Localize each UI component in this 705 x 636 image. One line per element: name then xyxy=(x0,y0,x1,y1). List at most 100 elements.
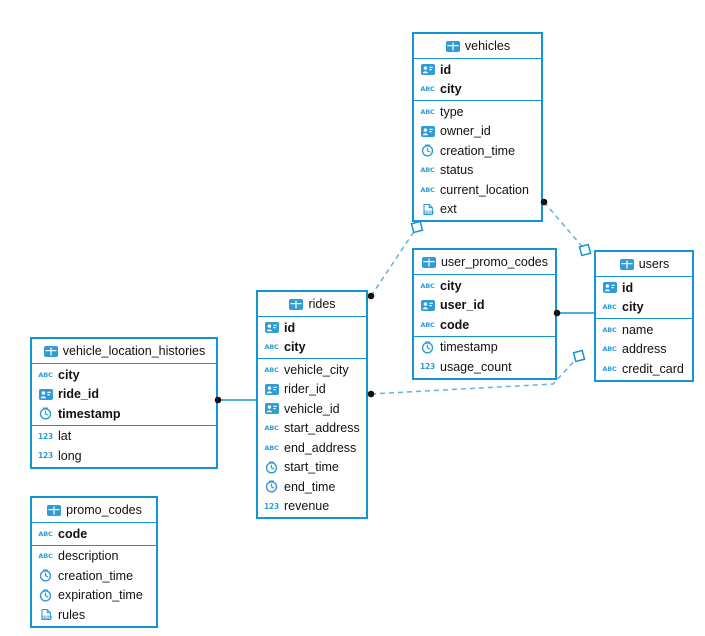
field-name: id xyxy=(284,320,296,335)
text-abc-icon: ABC xyxy=(420,320,435,329)
text-abc-icon: ABC xyxy=(264,443,279,452)
field-name: status xyxy=(440,163,474,178)
text-abc-icon: ABC xyxy=(420,281,435,290)
field-name: name xyxy=(622,322,654,337)
table-title: user_promo_codes xyxy=(440,255,548,269)
field-name: rules xyxy=(58,607,86,622)
field-owner_id: owner_id xyxy=(414,122,541,142)
columns-section: timestamp 123 usage_count xyxy=(414,335,555,378)
table-icon xyxy=(421,256,437,268)
relationship-vehicle_location_histories-rides[interactable] xyxy=(214,396,256,404)
field-timestamp: timestamp xyxy=(32,404,216,424)
table-title: vehicle_location_histories xyxy=(62,344,206,358)
timestamp-icon xyxy=(263,461,280,474)
field-city: ABC city xyxy=(596,298,692,318)
field-ride_id: ride_id xyxy=(32,385,216,405)
number-123-icon: 123 xyxy=(37,451,54,460)
timestamp-icon xyxy=(37,569,54,582)
text-abc-icon: ABC xyxy=(38,370,53,379)
field-name: code xyxy=(58,526,88,541)
field-name: city xyxy=(622,300,644,315)
id-icon xyxy=(263,403,280,415)
table-header[interactable]: vehicles xyxy=(414,34,541,59)
table-icon xyxy=(445,40,461,52)
text-abc-icon: ABC xyxy=(602,303,617,311)
field-name: address xyxy=(622,342,667,357)
table-header[interactable]: users xyxy=(596,252,692,277)
field-name: owner_id xyxy=(440,124,491,139)
connector-line xyxy=(543,201,586,251)
text-abc-icon: ABC xyxy=(264,343,279,351)
field-name: rider_id xyxy=(284,382,326,397)
id-icon xyxy=(419,125,436,137)
table-icon xyxy=(46,504,62,516)
table-icon xyxy=(43,345,59,357)
field-rider_id: rider_id xyxy=(258,380,366,400)
text-abc-icon: ABC xyxy=(264,424,279,432)
field-id: id xyxy=(258,318,366,338)
field-name: id xyxy=(440,62,452,77)
text-abc-icon: ABC xyxy=(420,185,435,194)
text-abc-icon: ABC xyxy=(602,364,617,373)
table-header[interactable]: promo_codes xyxy=(32,498,156,523)
field-timestamp: timestamp xyxy=(414,338,555,358)
table-title: users xyxy=(638,257,670,271)
relationship-user_promo_codes-users[interactable] xyxy=(553,309,594,317)
field-name: city xyxy=(440,278,462,293)
field-name: expiration_time xyxy=(58,588,143,603)
connector-endpoint-dot xyxy=(367,292,375,300)
id-icon xyxy=(419,299,436,311)
table-header[interactable]: user_promo_codes xyxy=(414,250,555,275)
field-name: timestamp xyxy=(58,406,121,421)
field-end_time: end_time xyxy=(258,477,366,497)
field-name: lat xyxy=(58,429,72,444)
connector-endpoint-square xyxy=(572,349,586,363)
number-123-icon: 123 xyxy=(263,501,280,511)
field-name: user_id xyxy=(440,298,485,313)
field-name: description xyxy=(58,549,119,564)
timestamp-icon xyxy=(37,407,54,420)
table-header[interactable]: vehicle_location_histories xyxy=(32,339,216,364)
relationship-vehicles-users[interactable] xyxy=(540,198,592,257)
json-icon: JSON xyxy=(419,203,436,216)
field-name: creation_time xyxy=(58,568,134,583)
number-123-icon: 123 xyxy=(419,362,436,371)
table-header[interactable]: rides xyxy=(258,292,366,317)
text-abc-icon: ABC xyxy=(602,345,617,353)
field-name: id xyxy=(622,280,634,295)
field-name: creation_time xyxy=(440,143,516,158)
id-icon xyxy=(419,64,436,76)
field-name: type xyxy=(440,104,464,119)
table-icon xyxy=(619,258,635,270)
field-creation_time: creation_time xyxy=(414,141,541,161)
field-name: usage_count xyxy=(440,359,512,374)
